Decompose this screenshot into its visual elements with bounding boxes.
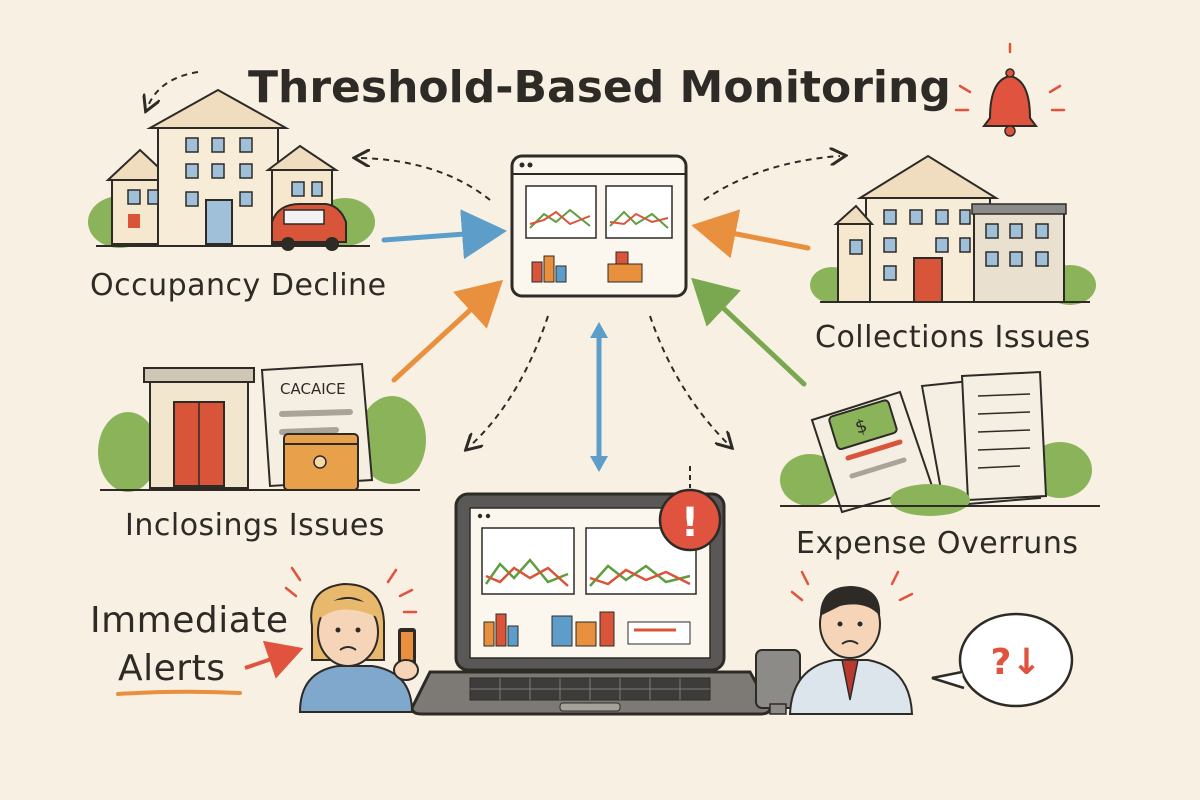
label-collections-issues: Collections Issues — [815, 320, 1091, 355]
cycle-arrow — [148, 71, 199, 106]
dashed-arrow-to-occupancy — [360, 158, 491, 201]
dashed-arrow-to-collections — [703, 156, 840, 201]
laptop-dashboard-icon — [410, 492, 772, 716]
bell-icon — [954, 42, 1066, 137]
label-immediate: Immediate — [90, 600, 289, 641]
speech-bubble-text: ?↓ — [990, 642, 1041, 683]
storefront-document-icon: CACAICE — [98, 362, 426, 492]
alert-exclamation: ! — [681, 500, 699, 546]
arrow-occupancy-to-dashboard — [381, 209, 507, 260]
woman-with-phone-icon — [284, 566, 419, 713]
alerts-arrow — [244, 640, 304, 679]
label-inclosings-issues: Inclosings Issues — [125, 508, 385, 543]
alert-badge-icon: ! — [658, 488, 722, 552]
label-occupancy-decline: Occupancy Decline — [90, 268, 387, 303]
speech-bubble: ?↓ — [931, 612, 1074, 708]
dashed-arrow-to-inclosings — [470, 315, 549, 446]
alerts-underline — [116, 689, 242, 696]
expense-papers-icon: $ — [780, 370, 1100, 516]
man-at-monitor-icon — [755, 570, 914, 715]
apartment-building-left-icon — [88, 88, 375, 251]
apartment-building-right-icon — [810, 154, 1096, 305]
arrow-collections-to-dashboard — [691, 209, 811, 259]
dashed-arrow-to-expense — [649, 315, 728, 444]
central-dashboard-icon — [510, 154, 688, 298]
label-alerts: Alerts — [118, 648, 226, 689]
arrow-inclosings-to-dashboard — [391, 279, 504, 383]
diagram-title: Threshold-Based Monitoring — [248, 62, 951, 113]
document-heading: CACAICE — [280, 380, 346, 398]
arrow-expense-to-dashboard — [691, 277, 807, 387]
label-expense-overruns: Expense Overruns — [796, 526, 1079, 561]
